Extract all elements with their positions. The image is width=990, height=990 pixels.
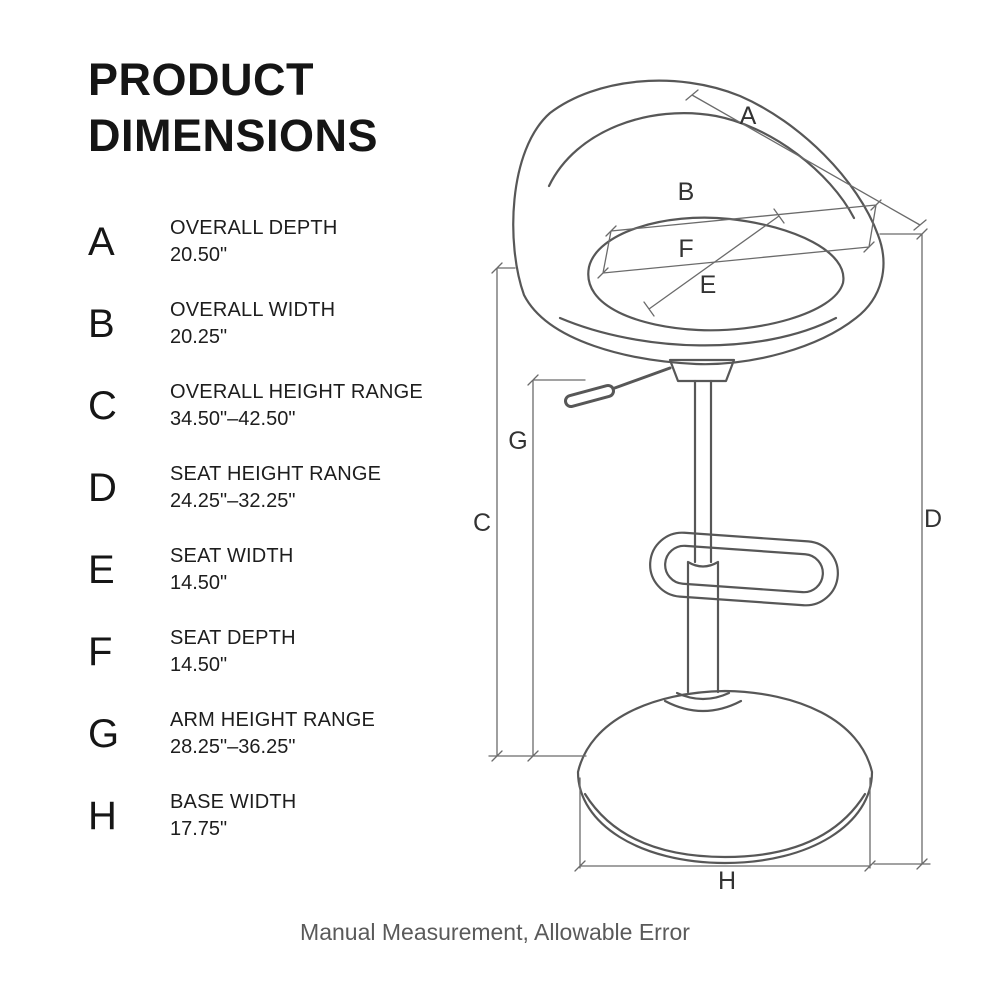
stool-drawing [512, 79, 885, 865]
dimension-row-d: D SEAT HEIGHT RANGE 24.25"–32.25" [88, 447, 488, 529]
diagram-label-e: E [700, 271, 717, 299]
shell-front-crease [558, 316, 838, 347]
dimension-text: BASE WIDTH 17.75" [170, 791, 296, 841]
dimension-row-f: F SEAT DEPTH 14.50" [88, 611, 488, 693]
dimension-line-a [685, 89, 927, 231]
dimension-text: OVERALL DEPTH 20.50" [170, 217, 337, 267]
dimension-value: 28.25"–36.25" [170, 736, 296, 758]
dimension-row-h: H BASE WIDTH 17.75" [88, 775, 488, 857]
dimension-letter: D [88, 465, 117, 510]
dimension-text: SEAT HEIGHT RANGE 24.25"–32.25" [170, 463, 381, 513]
measurement-disclaimer: Manual Measurement, Allowable Error [300, 919, 690, 945]
diagram-letters: A B F E C G D H [473, 102, 942, 895]
dimension-row-g: G ARM HEIGHT RANGE 28.25"–36.25" [88, 693, 488, 775]
backrest-inner-rim [547, 112, 856, 220]
base-collar [663, 691, 743, 713]
dimension-label: OVERALL WIDTH [170, 299, 336, 321]
dimension-line-e [643, 208, 785, 317]
seat-plane-connectors [602, 204, 877, 274]
diagram-label-h: H [718, 867, 736, 895]
dimension-letter: F [88, 629, 113, 674]
seat-cushion [587, 216, 845, 332]
dimension-row-a: A OVERALL DEPTH 20.50" [88, 201, 488, 283]
dimension-lines [488, 89, 931, 872]
dimension-text: SEAT DEPTH 14.50" [170, 627, 296, 677]
dimension-line-b [605, 199, 882, 237]
seat-mechanism [668, 358, 736, 383]
diagram-label-g: G [508, 427, 527, 455]
page-title-line2: DIMENSIONS [88, 109, 379, 161]
dimension-label: SEAT HEIGHT RANGE [170, 463, 382, 485]
dimension-value: 20.25" [170, 326, 228, 348]
dimension-label: ARM HEIGHT RANGE [170, 709, 376, 731]
dimension-label: SEAT WIDTH [170, 545, 294, 567]
dimension-label: BASE WIDTH [170, 791, 297, 813]
dimension-letter: B [88, 301, 115, 346]
dimension-value: 14.50" [170, 572, 228, 594]
dimension-value: 20.50" [170, 244, 228, 266]
dimension-letter: C [88, 383, 117, 428]
adjust-lever-arm [610, 366, 672, 391]
footrest-inner [664, 544, 824, 594]
dimension-text: SEAT WIDTH 14.50" [170, 545, 293, 595]
dimension-value: 17.75" [170, 818, 228, 840]
page-title-line1: PRODUCT [88, 54, 314, 105]
gas-lift-upper [693, 379, 713, 564]
seat-shell-outline [512, 79, 885, 366]
base-disc [576, 689, 874, 865]
dimension-letter: E [88, 547, 115, 592]
dimension-row-e: E SEAT WIDTH 14.50" [88, 529, 488, 611]
base-rim [583, 792, 867, 859]
dimension-value: 34.50"–42.50" [170, 408, 296, 430]
dimension-line-c [491, 262, 516, 762]
dimension-text: OVERALL HEIGHT RANGE 34.50"–42.50" [170, 381, 423, 431]
gas-lift-sleeve [686, 560, 720, 694]
dimension-label: SEAT DEPTH [170, 627, 296, 649]
dimension-label: OVERALL HEIGHT RANGE [170, 381, 423, 403]
dimension-line-h [574, 777, 876, 872]
dimension-value: 14.50" [170, 654, 228, 676]
diagram-label-c: C [473, 509, 491, 537]
diagram-label-b: B [678, 178, 695, 206]
diagram-label-d: D [924, 505, 942, 533]
page-title: PRODUCT DIMENSIONS [88, 52, 378, 164]
dimension-text: OVERALL WIDTH 20.25" [170, 299, 335, 349]
dimension-label: OVERALL DEPTH [170, 217, 338, 239]
dimension-row-c: C OVERALL HEIGHT RANGE 34.50"–42.50" [88, 365, 488, 447]
dimension-letter: H [88, 793, 117, 838]
dimension-letter: G [88, 711, 120, 756]
dimension-row-b: B OVERALL WIDTH 20.25" [88, 283, 488, 365]
diagram-label-f: F [678, 235, 693, 263]
dimension-text: ARM HEIGHT RANGE 28.25"–36.25" [170, 709, 375, 759]
dimension-list: A OVERALL DEPTH 20.50" B OVERALL WIDTH 2… [88, 201, 488, 857]
adjust-lever-handle [564, 384, 615, 408]
dimension-line-d [873, 228, 931, 870]
dimension-value: 24.25"–32.25" [170, 490, 296, 512]
footrest-outer [649, 531, 839, 607]
dimension-letter: A [88, 219, 115, 264]
diagram-label-a: A [740, 102, 757, 130]
dimension-line-g [527, 374, 586, 762]
